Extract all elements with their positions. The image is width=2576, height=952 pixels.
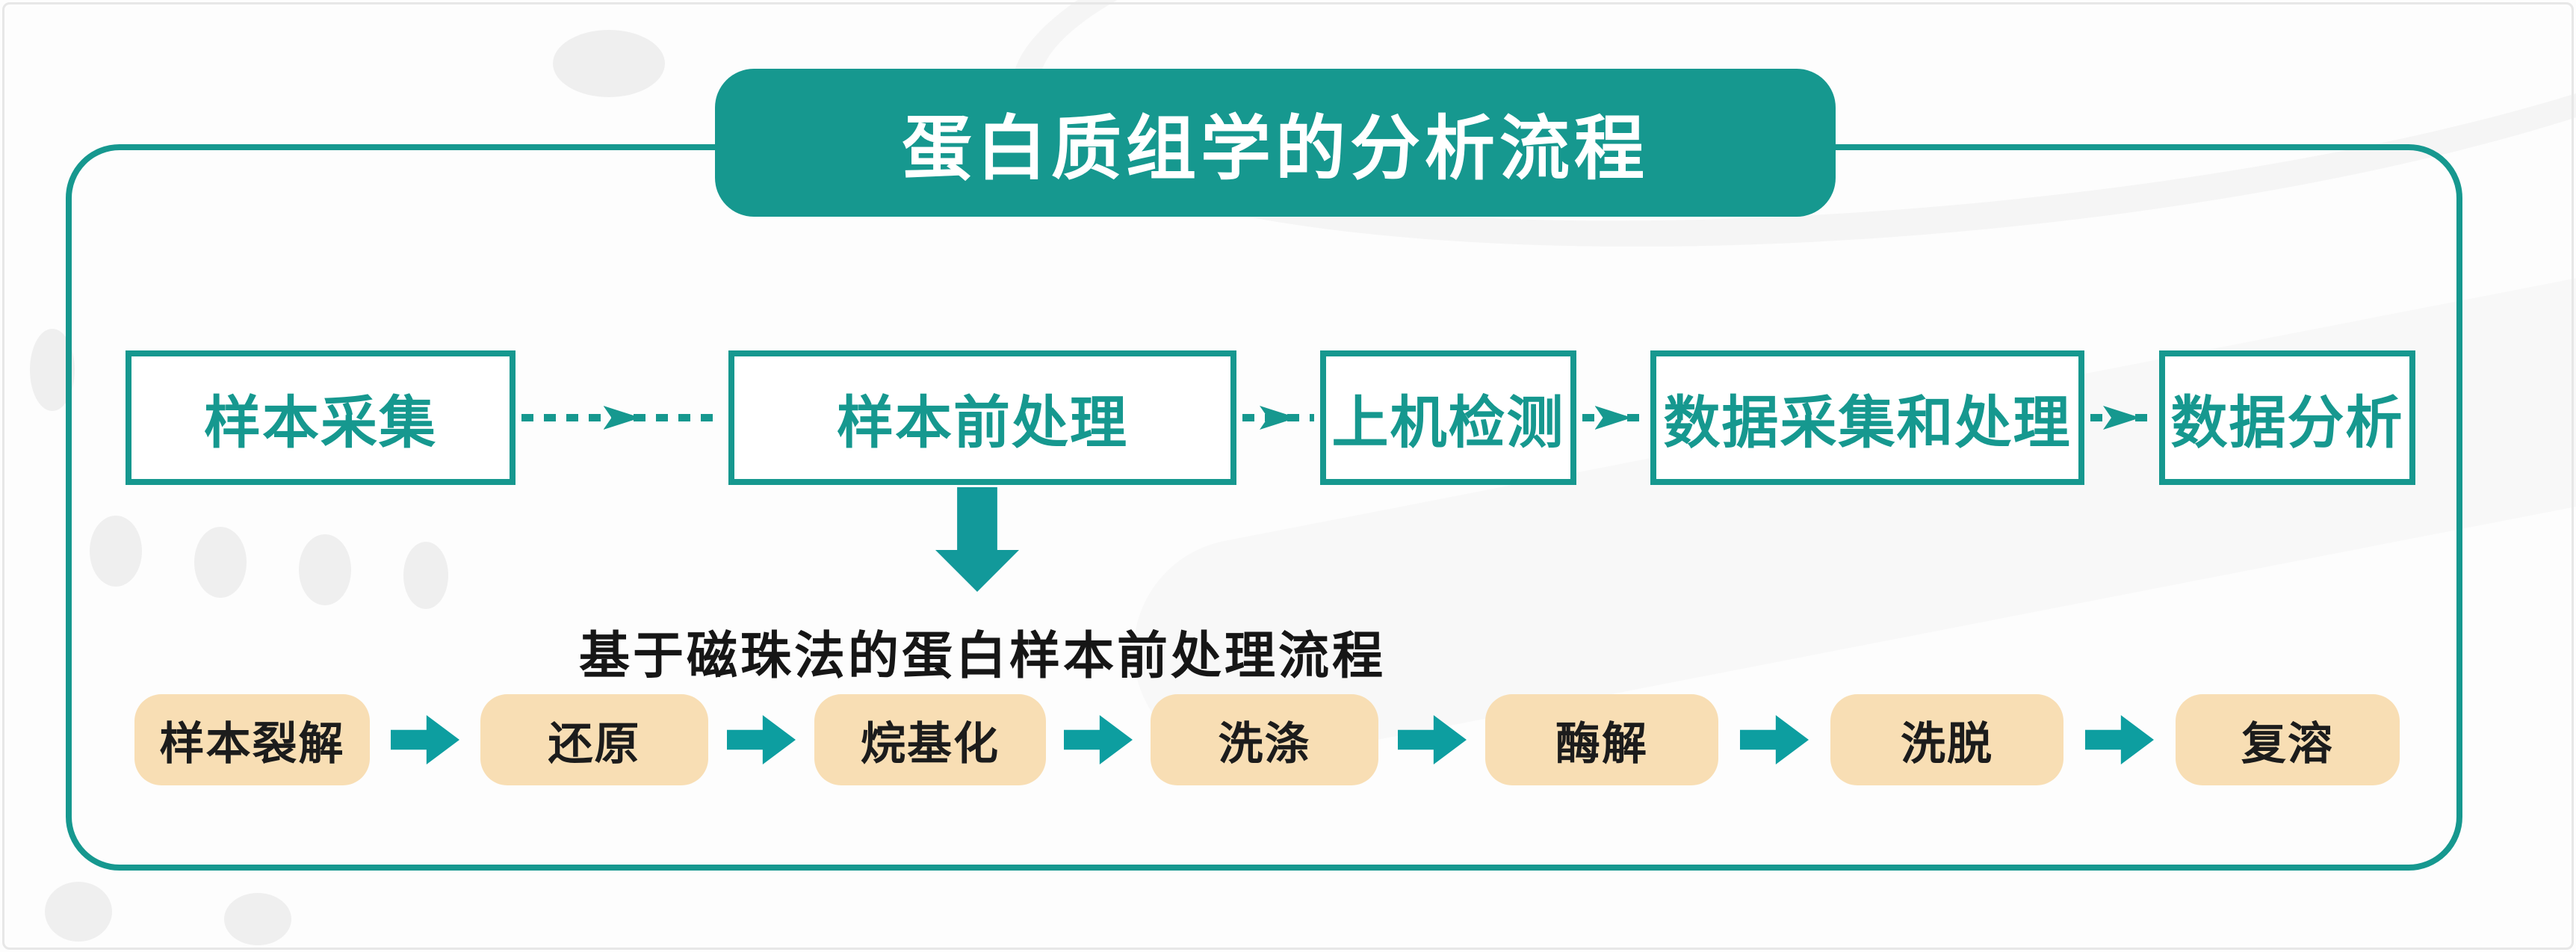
substep-label: 酶解: [1555, 718, 1648, 769]
flow-step-instrument-detection: 上机检测: [1320, 350, 1576, 485]
substep-elution: 洗脱: [1830, 694, 2063, 785]
substep-redissolution: 复溶: [2176, 694, 2400, 785]
substep-reduction: 还原: [480, 694, 708, 785]
flow-step-label: 上机检测: [1331, 392, 1565, 455]
dashed-arrow-right-icon: [1242, 396, 1314, 439]
substep-enzymatic-digestion: 酶解: [1485, 694, 1718, 785]
flow-step-label: 数据采集和处理: [1663, 392, 2072, 455]
flow-step-label: 样本前处理: [837, 392, 1128, 455]
substep-label: 复溶: [2241, 718, 2334, 769]
substep-label: 洗涤: [1218, 718, 1311, 769]
flow-step-sample-pretreatment: 样本前处理: [728, 350, 1236, 485]
flow-step-label: 数据分析: [2170, 392, 2404, 455]
substep-label: 样本裂解: [159, 718, 345, 769]
substep-label: 还原: [548, 718, 641, 769]
page-title: 蛋白质组学的分析流程: [901, 109, 1649, 188]
title-banner: 蛋白质组学的分析流程: [715, 69, 1836, 217]
flow-step-data-acquisition-processing: 数据采集和处理: [1650, 350, 2084, 485]
substep-sample-lysis: 样本裂解: [134, 694, 370, 785]
dashed-arrow-right-icon: [521, 396, 722, 439]
dashed-arrow-right-icon: [1582, 396, 1644, 439]
substep-label: 洗脱: [1901, 718, 1993, 769]
flow-step-sample-collection: 样本采集: [126, 350, 515, 485]
dashed-arrow-right-icon: [2090, 396, 2153, 439]
substep-washing: 洗涤: [1151, 694, 1378, 785]
substep-label: 烷基化: [861, 718, 1000, 769]
flow-step-label: 样本采集: [204, 392, 437, 455]
flow-step-data-analysis: 数据分析: [2159, 350, 2415, 485]
sub-flow-title: 基于磁珠法的蛋白样本前处理流程: [579, 628, 1387, 684]
substep-alkylation: 烷基化: [814, 694, 1046, 785]
